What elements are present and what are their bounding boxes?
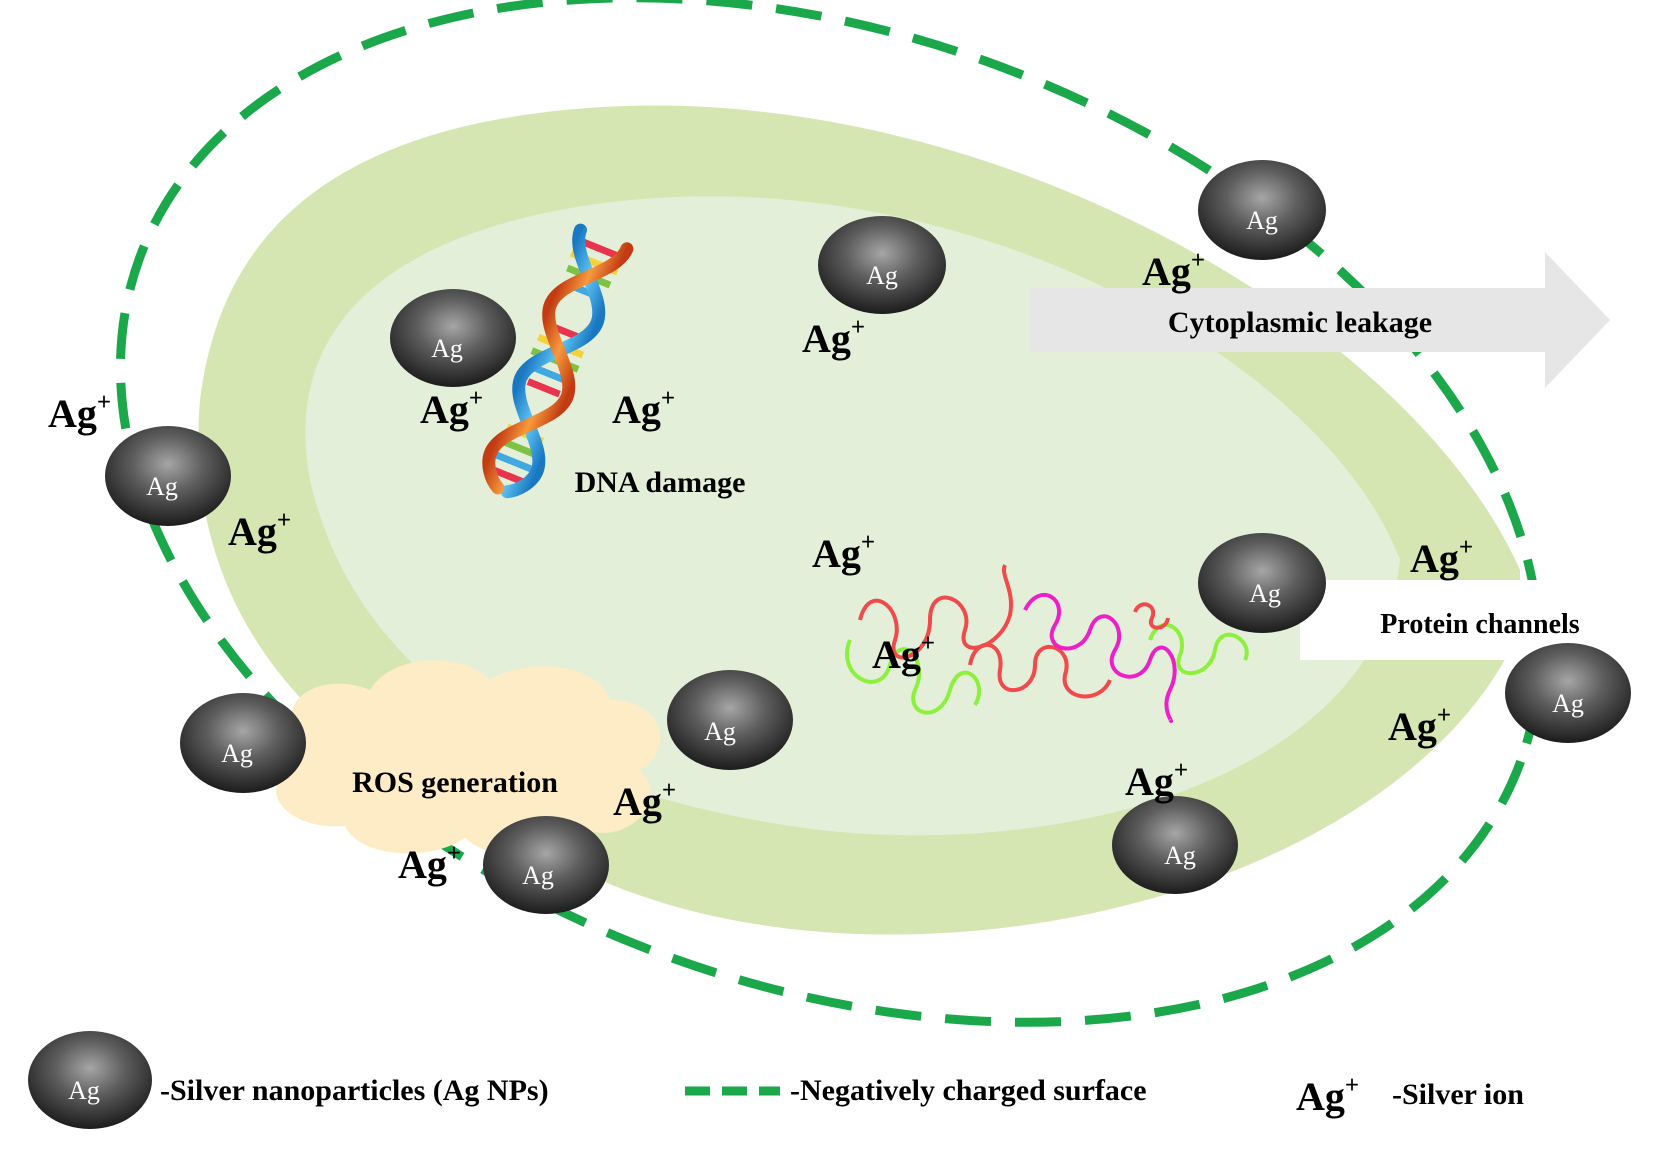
legend-ion-symbol: Ag+ [1296,1072,1359,1119]
np-left-membrane: Ag [105,426,231,526]
protein-helix-green-right [1148,623,1249,676]
legend: Ag -Silver nanoparticles (Ag NPs) -Negat… [28,1031,1524,1129]
silver-ion-label: Ag+ [398,840,461,887]
np-right-membrane: Ag [1505,643,1631,743]
silver-nanoparticle-icon [667,670,793,770]
np-center-top: Ag [818,216,946,314]
nanoparticle-label: Ag [146,472,178,501]
silver-ion-label: Ag+ [1142,247,1205,294]
np-ros-bottom: Ag [483,816,609,914]
cytoplasmic-leakage-label: Cytoplasmic leakage [1168,306,1432,339]
nanoparticle-label: Ag [1246,206,1278,235]
dna-damage-label: DNA damage [575,466,746,499]
legend-ion-text: -Silver ion [1392,1078,1524,1111]
silver-ion-label: Ag+ [612,385,675,432]
silver-nanoparticle-icon [180,693,306,793]
silver-nanoparticle-icon [28,1031,152,1129]
protein-alpha-helix-icon [845,564,1249,723]
dna-strand-blue [500,223,606,499]
silver-nanoparticle-icon [1198,533,1326,633]
legend-nanoparticle-swatch: Ag [28,1031,152,1129]
silver-ion-label: Ag+ [613,777,676,824]
np-center-lower: Ag [667,670,793,770]
np-top-right-membrane: Ag [1198,160,1326,260]
silver-ion-label: Ag+ [1388,702,1451,749]
right-arrow-icon [1030,252,1610,388]
silver-ion-label: Ag+ [1410,534,1473,581]
protein-helix-magenta [1023,593,1177,723]
nanoparticle-label: Ag [431,334,463,363]
nanoparticle-label: Ag [522,861,554,890]
silver-ion-label: Ag+ [812,529,875,576]
protein-helix-green-left [845,639,982,715]
nanoparticle-label: Ag [221,739,253,768]
legend-membrane-text: -Negatively charged surface [790,1074,1147,1107]
nanoparticle-label: Ag [1552,689,1584,718]
nanoparticle-label: Ag [68,1076,100,1105]
protein-channel-pore [1300,580,1580,660]
dna-strand-orange [482,242,634,495]
nanoparticle-label: Ag [1249,579,1281,608]
cytoplasmic-leakage-arrow: Cytoplasmic leakage [1030,252,1610,388]
silver-ion-label: Ag+ [802,314,865,361]
ros-generation-label: ROS generation [352,766,558,799]
np-ros-left: Ag [180,693,306,793]
protein-channels-label: Protein channels [1380,609,1579,640]
np-protein-channel: Ag [1198,533,1326,633]
cloud-icon [274,660,661,857]
silver-nanoparticle-icon [1112,796,1238,894]
protein-helix-small-red [1133,602,1170,630]
silver-nanoparticle-icon [390,289,516,387]
dna-double-helix-icon [482,223,634,499]
nanoparticle-label: Ag [704,717,736,746]
silver-ion-label: Ag+ [48,389,111,436]
protein-helix-red-upper [858,564,1014,660]
silver-ion-label: Ag+ [872,630,935,677]
nanoparticle-label: Ag [1164,841,1196,870]
silver-nanoparticle-icon [1198,160,1326,260]
silver-nanoparticle-icon [818,216,946,314]
np-bottom-right: Ag [1112,796,1238,894]
silver-nanoparticle-icon [483,816,609,914]
silver-nanoparticle-icon [105,426,231,526]
legend-nanoparticle-text: -Silver nanoparticles (Ag NPs) [160,1074,549,1107]
nanoparticle-label: Ag [866,261,898,290]
ros-generation-cloud: ROS generation [274,660,661,857]
np-dna-left: Ag [390,289,516,387]
silver-ion-label: Ag+ [228,507,291,554]
silver-ion-label: Ag+ [1125,757,1188,804]
silver-nanoparticle-icon [1505,643,1631,743]
silver-ion-label: Ag+ [420,385,483,432]
protein-channel: Protein channels [1300,580,1580,660]
protein-helix-red-lower [968,643,1112,699]
